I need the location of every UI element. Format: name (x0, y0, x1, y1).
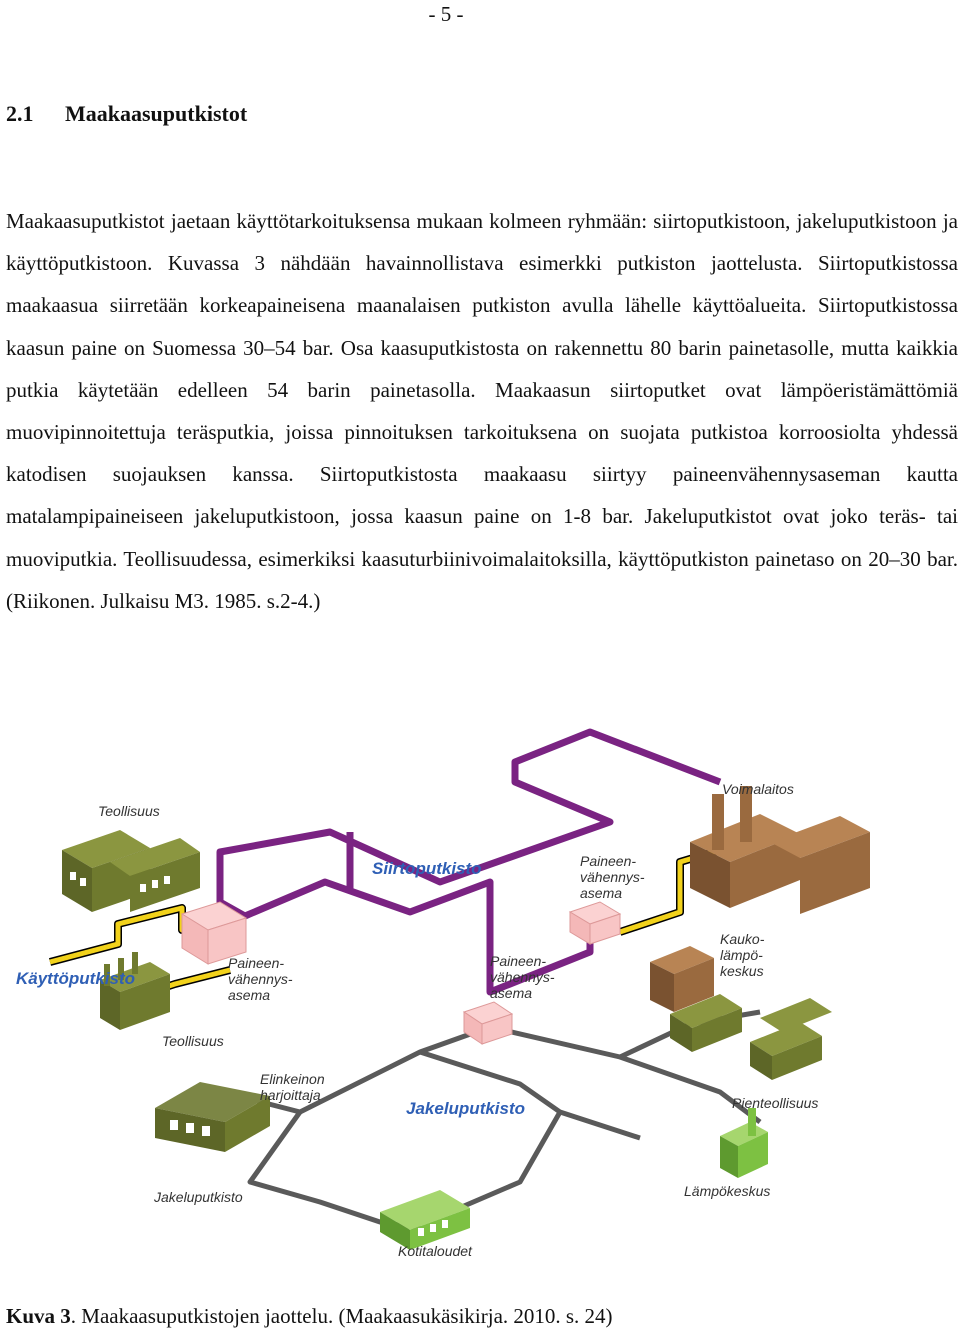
label-kauko-1: Kauko- (720, 931, 765, 947)
label-siirtoputkisto: Siirtoputkisto (372, 859, 482, 878)
section-heading: 2.1 Maakaasuputkistot (6, 100, 247, 128)
industry-bottom-building (100, 952, 170, 1030)
label-elinkeinon-1: Elinkeinon (260, 1071, 325, 1087)
station-middle (462, 1001, 514, 1045)
heating-plant-building (720, 1108, 768, 1178)
section-title: Maakaasuputkistot (65, 101, 248, 126)
label-kauko-3: keskus (720, 963, 764, 979)
distribution-pipes (229, 1009, 762, 1235)
label-teollisuus-top: Teollisuus (98, 803, 160, 819)
label-jakeluputkisto-left: Jakeluputkisto (153, 1189, 243, 1205)
page-number: - 5 - (428, 2, 464, 26)
label-jakeluputkisto-center: Jakeluputkisto (406, 1099, 525, 1118)
label-voimalaitos: Voimalaitos (722, 781, 794, 797)
label-elinkeinon-2: harjoittaja (260, 1087, 321, 1103)
household-building (380, 1190, 470, 1250)
business-building (155, 1082, 270, 1152)
label-teollisuus-bottom: Teollisuus (162, 1033, 224, 1049)
district-heating-building (650, 946, 714, 1012)
label-lampokeskus: Lämpökeskus (684, 1183, 770, 1199)
label-pienteollisuus: Pienteollisuus (732, 1095, 818, 1111)
industry-top-building (62, 830, 200, 912)
section-number: 2.1 (6, 101, 34, 126)
label-paineen-right-2: vähennys- (580, 869, 645, 885)
body-paragraph: Maakaasuputkistot jaetaan käyttötarkoitu… (6, 209, 958, 613)
label-kayttoputkisto: Käyttöputkisto (16, 969, 135, 988)
caption-text: . Maakaasuputkistojen jaottelu. (Maakaas… (70, 1304, 613, 1328)
transmission-pipe (216, 728, 722, 996)
small-industry-buildings (670, 994, 832, 1080)
label-paineen-mid-3: asema (490, 985, 532, 1001)
pipeline-figure: Teollisuus Voimalaitos Siirtoputkisto Pa… (0, 712, 960, 1280)
pipeline-diagram: Teollisuus Voimalaitos Siirtoputkisto Pa… (16, 728, 870, 1259)
label-kotitaloudet: Kotitaloudet (398, 1243, 473, 1259)
figure-caption: Kuva 3. Maakaasuputkistojen jaottelu. (M… (6, 1302, 613, 1330)
label-paineen-left-1: Paineen- (228, 955, 284, 971)
station-right (568, 901, 622, 945)
station-left (180, 901, 248, 965)
label-paineen-left-2: vähennys- (228, 971, 293, 987)
label-paineen-mid-2: vähennys- (490, 969, 555, 985)
label-paineen-left-3: asema (228, 987, 270, 1003)
label-paineen-right-3: asema (580, 885, 622, 901)
caption-label: Kuva 3 (6, 1304, 71, 1328)
label-kauko-2: lämpö- (720, 947, 763, 963)
power-plant-building (690, 786, 870, 914)
label-paineen-right-1: Paineen- (580, 853, 636, 869)
label-paineen-mid-1: Paineen- (490, 953, 546, 969)
